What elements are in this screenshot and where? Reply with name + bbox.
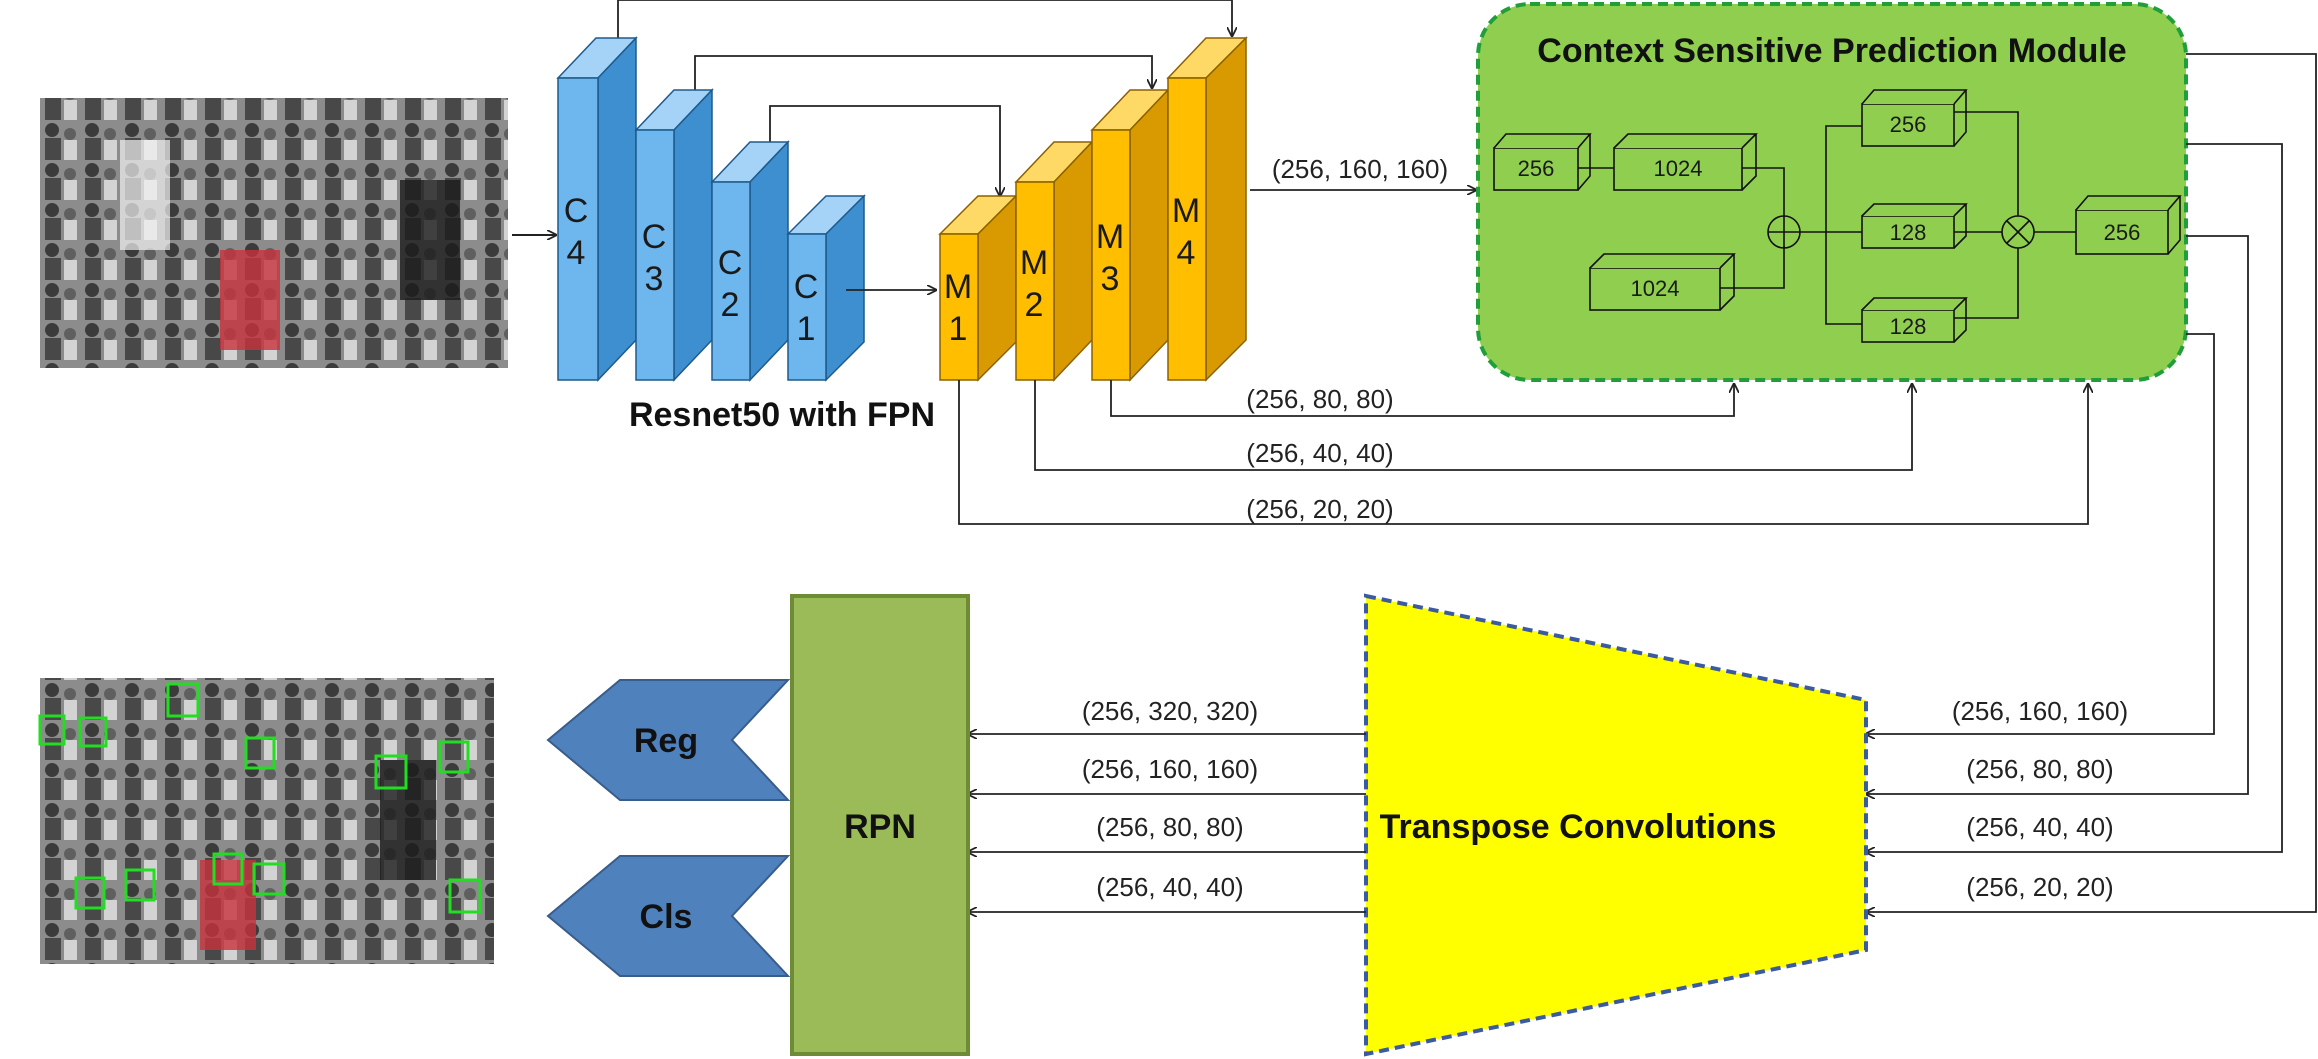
csp-box-256-a: 256 (1493, 133, 1592, 191)
m4-block: M 4 (1166, 36, 1248, 382)
multiply-operator-icon (2001, 215, 2035, 249)
csp-box-128-b-label: 128 (1890, 314, 1927, 339)
output-image (38, 678, 494, 964)
csp-box-1024-b: 1024 (1589, 253, 1736, 311)
c1-label-1: C (794, 268, 819, 306)
csp-box-128-a-label: 128 (1890, 220, 1927, 245)
csp-box-1024-b-label: 1024 (1631, 276, 1680, 301)
transpose-input-3-label: (256, 40, 40) (1966, 812, 2113, 842)
c2-label-2: 2 (721, 286, 740, 324)
transpose-output-connections (968, 734, 1366, 912)
skip-connections (617, 0, 1232, 196)
c4-label-1: C (564, 192, 589, 230)
reg-head: Reg (546, 679, 791, 801)
m4-output-label: (256, 160, 160) (1272, 154, 1448, 184)
csp-box-256-c-label: 256 (2104, 220, 2141, 245)
m1-output-label: (256, 20, 20) (1246, 494, 1393, 524)
csp-box-1024-a: 1024 (1613, 133, 1758, 191)
m1-block: M 1 (938, 194, 1018, 382)
c4-block: C 4 (556, 36, 638, 382)
transpose-input-2-label: (256, 80, 80) (1966, 754, 2113, 784)
m2-output-label: (256, 40, 40) (1246, 438, 1393, 468)
m3-block: M 3 (1090, 88, 1170, 382)
c2-label-1: C (718, 244, 743, 282)
csp-title: Context Sensitive Prediction Module (1537, 32, 2126, 70)
backbone-title: Resnet50 with FPN (629, 396, 935, 434)
detection-boxes (38, 682, 482, 914)
m4-label-2: 4 (1177, 234, 1196, 272)
add-operator-icon (1767, 215, 1801, 249)
m3-label-2: 3 (1101, 260, 1120, 298)
m3-output-label: (256, 80, 80) (1246, 384, 1393, 414)
transpose-label: Transpose Convolutions (1380, 808, 1777, 846)
csp-output-connections (1866, 53, 2317, 912)
rpn-input-1-label: (256, 320, 320) (1082, 696, 1258, 726)
csp-box-256-b-label: 256 (1890, 112, 1927, 137)
c3-label-1: C (642, 218, 667, 256)
m2-label-1: M (1020, 244, 1048, 282)
m1-label-1: M (944, 268, 972, 306)
input-image (40, 98, 508, 368)
c3-block: C 3 (634, 88, 714, 382)
csp-box-256-b: 256 (1861, 89, 1968, 147)
transpose-convolutions-block: Transpose Convolutions (1364, 593, 1868, 1057)
rpn-block: RPN (790, 594, 970, 1056)
m3-label-1: M (1096, 218, 1124, 256)
c4-label-2: 4 (567, 234, 586, 272)
cls-head: Cls (546, 855, 791, 977)
c2-block: C 2 (710, 140, 790, 382)
rpn-input-2-label: (256, 160, 160) (1082, 754, 1258, 784)
csp-box-256-c: 256 (2075, 195, 2182, 255)
transpose-input-4-label: (256, 20, 20) (1966, 872, 2113, 902)
reg-label: Reg (634, 722, 698, 760)
fpn-lateral-connections (958, 380, 2088, 525)
rpn-label: RPN (844, 808, 916, 846)
csp-box-128-a: 128 (1861, 203, 1968, 249)
csp-box-256-a-label: 256 (1518, 156, 1555, 181)
cls-label: Cls (640, 898, 693, 936)
m4-label-1: M (1172, 192, 1200, 230)
csp-box-1024-a-label: 1024 (1654, 156, 1703, 181)
rpn-input-4-label: (256, 40, 40) (1096, 872, 1243, 902)
c3-label-2: 3 (645, 260, 664, 298)
rpn-input-3-label: (256, 80, 80) (1096, 812, 1243, 842)
m2-label-2: 2 (1025, 286, 1044, 324)
csp-box-128-b: 128 (1861, 297, 1968, 343)
m2-block: M 2 (1014, 140, 1094, 382)
c1-label-2: 1 (797, 310, 816, 348)
c1-block: C 1 (786, 194, 866, 382)
csp-module: Context Sensitive Prediction Module 256 (1476, 2, 2188, 382)
csp-wires (1578, 111, 2076, 325)
transpose-input-1-label: (256, 160, 160) (1952, 696, 2128, 726)
m1-label-2: 1 (949, 310, 968, 348)
